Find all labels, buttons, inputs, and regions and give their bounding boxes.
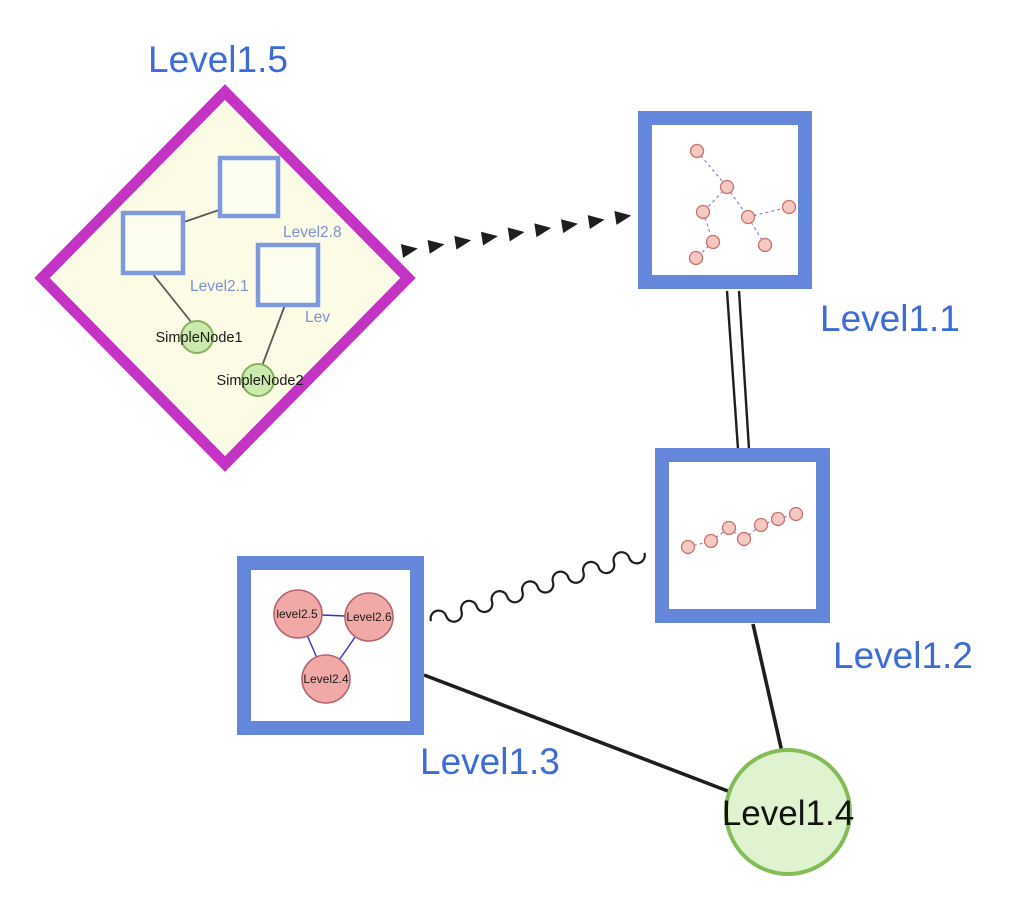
label-level2-5: level2.5: [276, 607, 318, 621]
arrowhead: [480, 231, 498, 246]
arrowhead: [427, 239, 445, 254]
node-level2-partial-square[interactable]: [255, 242, 321, 308]
edge-level2-1-to-simplenode1[interactable]: [151, 272, 193, 324]
arrowhead: [507, 227, 525, 242]
node-level2-5[interactable]: [273, 589, 323, 639]
arrowhead: [534, 223, 552, 238]
double-line-1: [725, 290, 740, 450]
label-simplenode2: SimpleNode2: [216, 373, 303, 389]
label-level2-4: Level2.4: [303, 672, 349, 686]
node-level1-5-diamond[interactable]: [34, 84, 416, 472]
arrowhead: [587, 215, 605, 230]
label-level1-5: Level1.5: [148, 39, 288, 80]
level1-1-mini-nodes: [688, 143, 797, 266]
label-level1-3: Level1.3: [420, 741, 560, 782]
label-level2-8: Level2.8: [283, 224, 342, 241]
edge-level1-1-to-level1-2[interactable]: [725, 290, 751, 450]
label-simplenode1: SimpleNode1: [155, 330, 242, 346]
edge-level2-8-to-level2-1[interactable]: [183, 209, 220, 223]
arrowhead: [454, 235, 472, 250]
label-level2-1: Level2.1: [190, 278, 249, 295]
node-level1-2[interactable]: [655, 448, 830, 623]
double-line-2: [737, 290, 751, 450]
label-level1-1: Level1.1: [820, 298, 960, 339]
node-level2-6[interactable]: [344, 592, 394, 642]
wavy-path: [429, 551, 646, 623]
node-level2-1-square[interactable]: [120, 210, 186, 276]
label-level2-partial: Lev: [305, 309, 330, 326]
edge-level1-3-to-level1-2[interactable]: [429, 545, 647, 628]
node-simplenode1[interactable]: [180, 320, 214, 354]
edge-level1-2-to-level1-4[interactable]: [751, 623, 784, 753]
node-simplenode2[interactable]: [241, 363, 275, 397]
node-level1-1[interactable]: [638, 111, 812, 289]
label-level1-2: Level1.2: [833, 635, 973, 676]
node-level1-4[interactable]: [724, 748, 852, 876]
arrowhead: [561, 219, 578, 234]
label-level2-6: Level2.6: [346, 610, 392, 624]
node-level2-4[interactable]: [301, 654, 351, 704]
node-level2-8-square[interactable]: [217, 155, 281, 219]
label-level1-4: Level1.4: [722, 794, 854, 833]
edge-level1-3-to-level1-4[interactable]: [423, 673, 734, 795]
arrowhead: [614, 211, 632, 225]
edge-lev-to-simplenode2[interactable]: [261, 304, 286, 367]
edge-level1-5-to-level1-1[interactable]: [400, 209, 632, 258]
arrowhead: [400, 244, 418, 258]
level1-2-mini-nodes: [680, 506, 804, 555]
